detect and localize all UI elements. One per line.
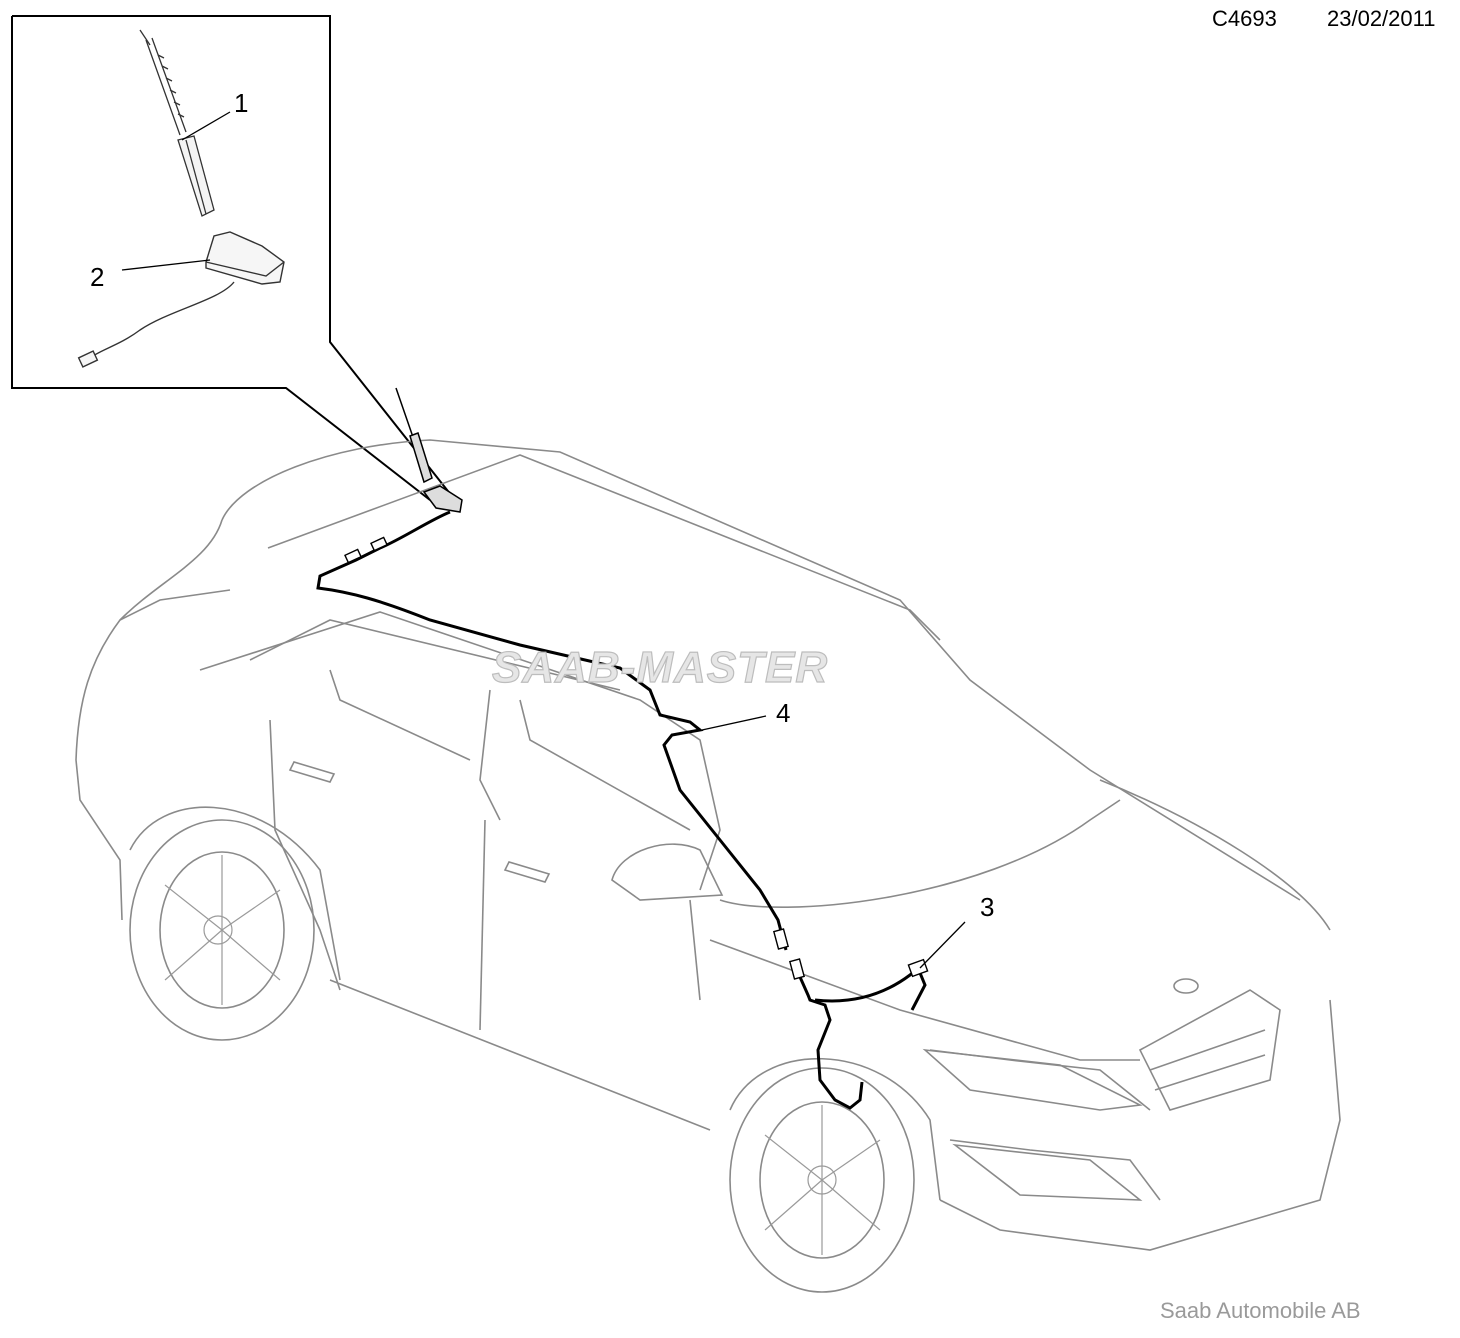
callout-4: 4: [776, 698, 790, 728]
callout-2: 2: [90, 262, 104, 292]
wheel-spokes: [164, 855, 881, 1255]
cable-connectors: [344, 536, 929, 980]
diagram-code: C4693: [1212, 6, 1277, 31]
footer-brand: Saab Automobile AB: [1160, 1298, 1361, 1323]
callout-3: 3: [980, 892, 994, 922]
vehicle-outline: [75, 439, 1341, 1293]
antenna-cable-lower: [794, 967, 864, 1110]
diagram-date: 23/02/2011: [1327, 6, 1436, 31]
callout-1: 1: [234, 88, 248, 118]
watermark: SAAB-MASTER: [492, 643, 828, 692]
detail-inset: [11, 15, 456, 501]
antenna-cable: [316, 510, 788, 951]
leader-lines: [121, 111, 966, 969]
antenna-base-detail: [77, 231, 285, 368]
roof-antenna: [395, 387, 463, 513]
antenna-cable-branch: [814, 965, 927, 1011]
antenna-mast-detail: [139, 29, 215, 217]
